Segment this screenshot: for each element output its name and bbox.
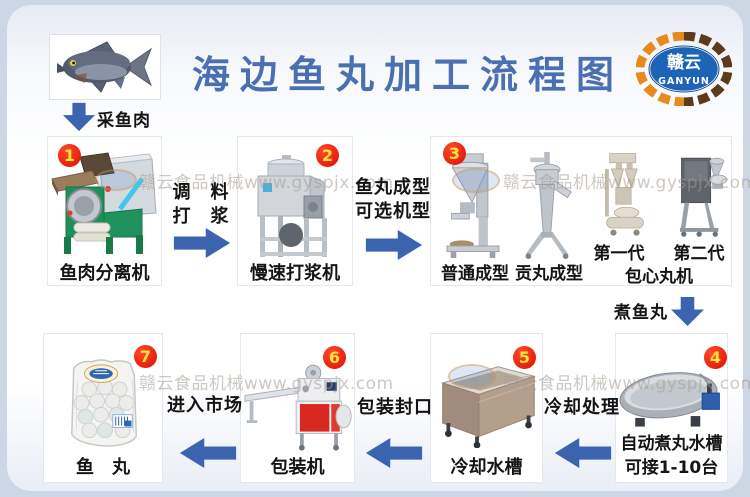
auto-boiling-tank-photo — [619, 372, 720, 427]
arrow-left-icon — [179, 438, 237, 468]
machine-label: 冷却水槽 — [450, 457, 523, 478]
connector-c2-line2: 可选机型 — [355, 201, 431, 222]
machine-label: 第一代 — [593, 244, 645, 264]
raw-fish-photo — [49, 34, 161, 100]
arrow-down-icon — [63, 102, 95, 132]
step-box-5: 5 冷却水槽 — [430, 333, 543, 483]
step-number-badge: 6 — [323, 346, 346, 369]
step-box-4: 4 自动煮丸水槽 可接1-10台 — [615, 333, 728, 483]
slow-beating-machine-photo — [257, 155, 327, 257]
product-label: 鱼 丸 — [76, 457, 130, 478]
watermark-text: 赣云食品机械www.gyspjx.com — [503, 173, 750, 193]
machine-label-line1: 自动煮丸水槽 — [620, 434, 723, 454]
arrow-left-icon — [554, 438, 612, 468]
step-box-7: 7 鱼 丸 — [43, 333, 163, 483]
fish-icon — [57, 41, 153, 93]
gongwan-forming-machine-photo — [525, 152, 572, 259]
watermark-text: 赣云食品机械www.gyspjx.com — [139, 173, 394, 193]
connector-label-c2: 鱼丸成型 可选机型 — [355, 176, 431, 224]
machine-label: 普通成型 — [441, 264, 509, 284]
arrow-right-icon — [173, 228, 231, 258]
connector-label-c6: 进入市场 — [167, 395, 243, 416]
watermark-text: 赣云食品机械www.gyspjx.com — [139, 374, 394, 394]
arrow-right-icon — [365, 230, 423, 260]
connector-label-c3: 煮鱼丸 — [614, 303, 668, 323]
arrow-left-icon — [365, 438, 423, 468]
watermark-oval-icon — [448, 364, 496, 389]
watermark-text: 赣云食品机械www.gyspjx.com — [503, 374, 750, 394]
step-number-badge: 1 — [58, 144, 81, 167]
machine-label: 慢速打浆机 — [250, 263, 340, 284]
stuffed-ball-machine-gen1-photo — [605, 153, 644, 236]
machine-group-label: 包心丸机 — [625, 267, 693, 287]
connector-c1-line1: 调 料 — [172, 182, 230, 203]
connector-label-c5: 包装封口 — [357, 397, 433, 418]
page-title: 海边鱼丸加工流程图 — [192, 53, 625, 97]
step-number-badge: 2 — [316, 144, 339, 167]
connector-label-source: 采鱼肉 — [97, 111, 151, 131]
step-box-3: 3 — [430, 136, 732, 287]
logo-en-text: GANYUN — [658, 76, 710, 87]
step-number-badge: 5 — [513, 346, 536, 369]
step-number-badge: 4 — [704, 346, 727, 369]
brand-logo-icon: 赣云 GANYUN — [635, 31, 733, 107]
step-number-badge: 3 — [443, 142, 466, 165]
watermark-oval-icon — [452, 168, 500, 193]
brand-logo: 赣云 GANYUN — [635, 31, 733, 107]
machine-label: 鱼肉分离机 — [59, 263, 150, 284]
step-box-2: 2 慢速打浆机 — [237, 136, 353, 286]
step-box-6: 6 包装机 — [240, 333, 355, 483]
fish-ball-bag-photo — [71, 359, 138, 447]
connector-label-c4: 冷却处理 — [544, 397, 620, 418]
arrow-down-icon — [671, 296, 704, 327]
machine-label: 包装机 — [270, 457, 325, 478]
connector-c1-line2: 打 浆 — [172, 206, 230, 227]
step-box-1: 1 鱼肉分离机 — [47, 136, 162, 286]
logo-cn-text: 赣云 — [667, 52, 701, 73]
stuffed-ball-machine-gen2-photo — [679, 157, 728, 237]
watermark-oval-icon — [95, 169, 137, 191]
packaging-machine-photo — [244, 364, 352, 451]
machine-label: 贡丸成型 — [515, 264, 583, 284]
connector-label-c1: 调 料 打 浆 — [168, 181, 234, 229]
step-number-badge: 7 — [134, 345, 157, 368]
machine-label: 第二代 — [673, 244, 725, 264]
connector-c2-line1: 鱼丸成型 — [355, 177, 431, 198]
machine-label-line2: 可接1-10台 — [624, 458, 719, 478]
